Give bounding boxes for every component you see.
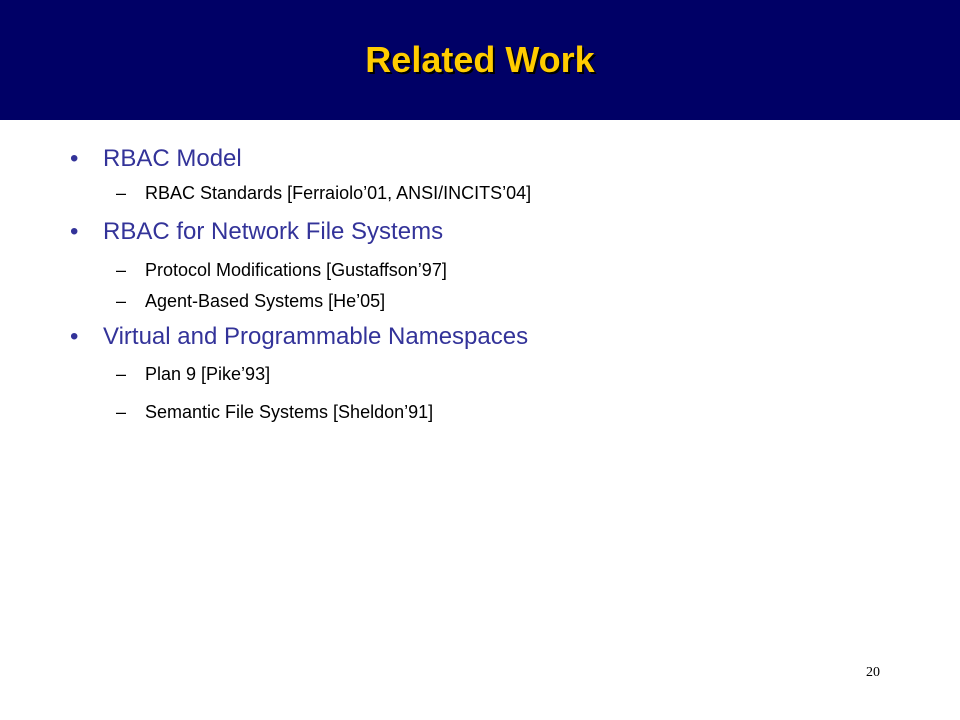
sub-item-text: Agent-Based Systems [He’05] bbox=[145, 291, 386, 311]
sub-item-text: Semantic File Systems [Sheldon’91] bbox=[145, 402, 434, 422]
sub-item-plan-9: –Plan 9 [Pike’93] bbox=[116, 362, 270, 386]
sub-item-text: Protocol Modifications [Gustaffson’97] bbox=[145, 260, 447, 280]
title-bar: Related Work bbox=[0, 0, 960, 120]
dash-icon: – bbox=[116, 291, 127, 311]
page-number: 20 bbox=[866, 665, 880, 680]
bullet-text: RBAC Model bbox=[103, 145, 242, 172]
dash-icon: – bbox=[116, 260, 127, 280]
dash-icon: – bbox=[116, 183, 127, 203]
dash-icon: – bbox=[116, 364, 127, 384]
bullet-item-virtual-namespaces: • Virtual and Programmable Namespaces bbox=[70, 322, 528, 352]
bullet-item-rbac-network-fs: • RBAC for Network File Systems bbox=[70, 217, 443, 247]
sub-item-text: RBAC Standards [Ferraiolo’01, ANSI/INCIT… bbox=[145, 183, 532, 203]
dash-icon: – bbox=[116, 402, 127, 422]
sub-item-agent-based-systems: –Agent-Based Systems [He’05] bbox=[116, 289, 385, 313]
bullet-text: RBAC for Network File Systems bbox=[103, 218, 444, 245]
sub-item-rbac-standards: –RBAC Standards [Ferraiolo’01, ANSI/INCI… bbox=[116, 181, 531, 205]
sub-item-protocol-modifications: –Protocol Modifications [Gustaffson’97] bbox=[116, 258, 447, 282]
bullet-item-rbac-model: • RBAC Model bbox=[70, 144, 242, 174]
bullet-icon: • bbox=[70, 145, 79, 172]
bullet-text: Virtual and Programmable Namespaces bbox=[103, 323, 529, 350]
sub-item-semantic-file-systems: –Semantic File Systems [Sheldon’91] bbox=[116, 400, 433, 424]
sub-item-text: Plan 9 [Pike’93] bbox=[145, 364, 271, 384]
slide-title: Related Work bbox=[365, 39, 595, 80]
bullet-icon: • bbox=[70, 218, 79, 245]
bullet-icon: • bbox=[70, 323, 79, 350]
